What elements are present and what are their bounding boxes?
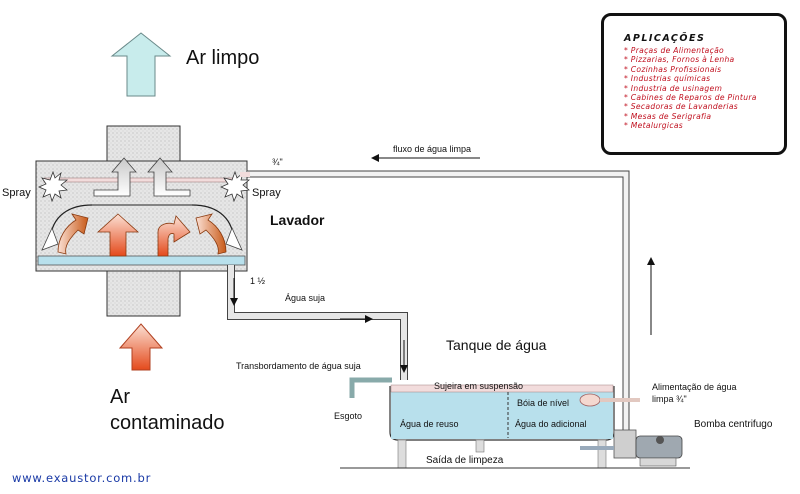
clean-air-arrow [110, 32, 172, 97]
orange-arrow-center-left [96, 213, 140, 257]
duct-bottom [106, 270, 181, 317]
tank-label: Tanque de água [446, 337, 547, 353]
pump [580, 429, 683, 467]
applications-title: APLICAÇÕES [624, 33, 706, 44]
applications-box: APLICAÇÕES * Praças de Alimentação * Piz… [601, 13, 787, 155]
supply-label-1: Alimentação de água [652, 382, 737, 392]
float-label: Bóia de nível [517, 398, 570, 408]
contaminated-air-arrow [118, 323, 164, 371]
washer-label: Lavador [270, 212, 325, 228]
duct-top [106, 125, 181, 162]
application-item: * Cozinhas Profissionais [624, 64, 722, 74]
contaminated-air-label-2: contaminado [110, 412, 225, 434]
application-item: * Mesas de Serigrafia [624, 111, 712, 121]
contaminated-air-label-1: Ar [110, 386, 130, 408]
white-arrow-top-left [93, 157, 137, 197]
orange-arrow-left [57, 213, 89, 255]
white-arrow-bottom-right [225, 226, 243, 251]
white-arrow-bottom-left [41, 226, 59, 251]
overflow-label: Transbordamento de água suja [236, 361, 361, 371]
drain-size-label: 1 ½ [250, 276, 266, 286]
pump-label: Bomba centrifugo [694, 419, 773, 430]
spray-right-label: Spray [252, 187, 281, 199]
orange-arrow-right [195, 213, 227, 255]
suspended-dirt [390, 384, 614, 393]
dirty-water-label: Água suja [285, 293, 326, 303]
application-item: * Praças de Alimentação [624, 46, 724, 55]
spray-left-label: Spray [2, 187, 31, 199]
overflow-pipe [349, 377, 392, 398]
flow-label: fluxo de água limpa [393, 144, 472, 154]
spray-burst-left [37, 170, 69, 203]
application-item: * Cabines de Reparos de Pintura [624, 93, 757, 103]
suspended-dirt-label: Sujeira em suspensão [434, 381, 524, 391]
cleaning-outlet-label: Saída de limpeza [426, 455, 504, 466]
application-item: * Secadoras de Lavanderias [624, 102, 739, 112]
washer-water [37, 255, 246, 266]
sewer-label: Esgoto [334, 411, 363, 421]
reuse-water-label: Água de reuso [400, 419, 459, 429]
pipe-size-label: ¾" [272, 157, 283, 167]
application-item: * Industria de usinagem [624, 83, 723, 93]
application-item: * Pizzarias, Fornos à Lenha [624, 55, 735, 65]
applications-list: * Praças de Alimentação * Pizzarias, For… [624, 46, 757, 131]
application-item: * Industrias químicas [624, 74, 711, 84]
clean-air-label: Ar limpo [186, 47, 260, 69]
white-arrow-top-right [147, 157, 191, 197]
float-ball [579, 393, 601, 407]
orange-arrow-center-right [157, 215, 191, 257]
washer-body [35, 160, 248, 272]
supply-label-2: limpa ¾" [652, 394, 687, 404]
application-item: * Metalurgicas [624, 121, 684, 131]
spray-pipe [43, 177, 237, 183]
additional-water-label: Água do adicional [515, 419, 587, 429]
website-link[interactable]: www.exaustor.com.br [12, 471, 152, 485]
tank-water [391, 392, 613, 439]
water-tank [389, 386, 615, 441]
